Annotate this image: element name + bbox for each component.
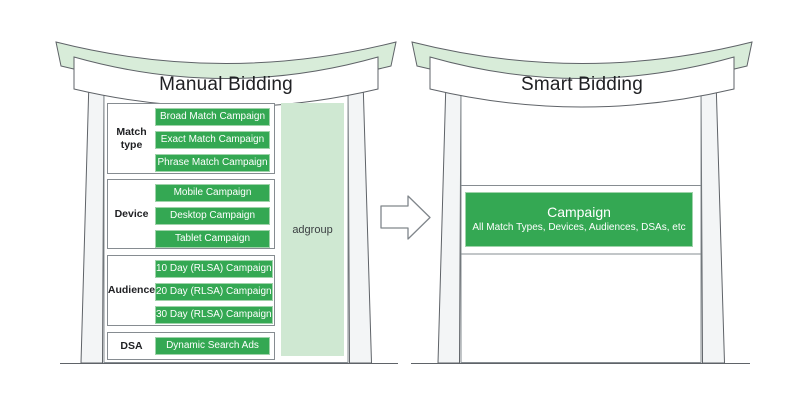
campaign-box-20-day-rlsa: 20 Day (RLSA) Campaign (155, 283, 273, 301)
audience-items: 10 Day (RLSA) Campaign 20 Day (RLSA) Cam… (155, 256, 277, 325)
device-items: Mobile Campaign Desktop Campaign Tablet … (155, 180, 274, 248)
left-gate-left-pillar (80, 79, 105, 364)
section-label-match-type: Match type (116, 125, 147, 151)
section-label-audience: Audience (107, 284, 156, 297)
campaign-box-title: Campaign (547, 204, 611, 220)
campaign-box-exact-match: Exact Match Campaign (155, 131, 270, 149)
campaign-box-phrase-match: Phrase Match Campaign (155, 154, 270, 172)
match-type-items: Broad Match Campaign Exact Match Campaig… (155, 104, 274, 173)
section-device: Device Mobile Campaign Desktop Campaign … (107, 179, 275, 249)
left-gate-title: Manual Bidding (159, 74, 293, 95)
left-gate-right-pillar (347, 79, 373, 364)
section-match-type: Match type Broad Match Campaign Exact Ma… (107, 103, 275, 174)
campaign-box-10-day-rlsa: 10 Day (RLSA) Campaign (155, 260, 273, 278)
right-gate-right-pillar (700, 79, 726, 364)
campaign-box-30-day-rlsa: 30 Day (RLSA) Campaign (155, 306, 273, 324)
section-dsa: DSA Dynamic Search Ads (107, 332, 275, 360)
campaign-box-desktop: Desktop Campaign (155, 207, 270, 225)
right-gate-left-pillar (437, 79, 462, 364)
section-audience: Audience 10 Day (RLSA) Campaign 20 Day (… (107, 255, 275, 326)
smart-bidding-campaign-box: Campaign All Match Types, Devices, Audie… (465, 192, 693, 247)
right-gate-title-beam (429, 56, 735, 108)
campaign-box-broad-match: Broad Match Campaign (155, 108, 270, 126)
transition-arrow-icon (380, 195, 431, 240)
campaign-box-dynamic-search-ads: Dynamic Search Ads (155, 337, 270, 355)
campaign-box-tablet: Tablet Campaign (155, 230, 270, 248)
section-label-device: Device (114, 207, 149, 220)
dsa-items: Dynamic Search Ads (155, 333, 274, 359)
section-label-dsa: DSA (120, 339, 143, 352)
campaign-box-subtitle: All Match Types, Devices, Audiences, DSA… (472, 222, 686, 233)
adgroup-label: adgroup (292, 223, 333, 236)
campaign-box-mobile: Mobile Campaign (155, 184, 270, 202)
right-gate-title: Smart Bidding (521, 74, 643, 95)
adgroup-column: adgroup (281, 103, 344, 356)
